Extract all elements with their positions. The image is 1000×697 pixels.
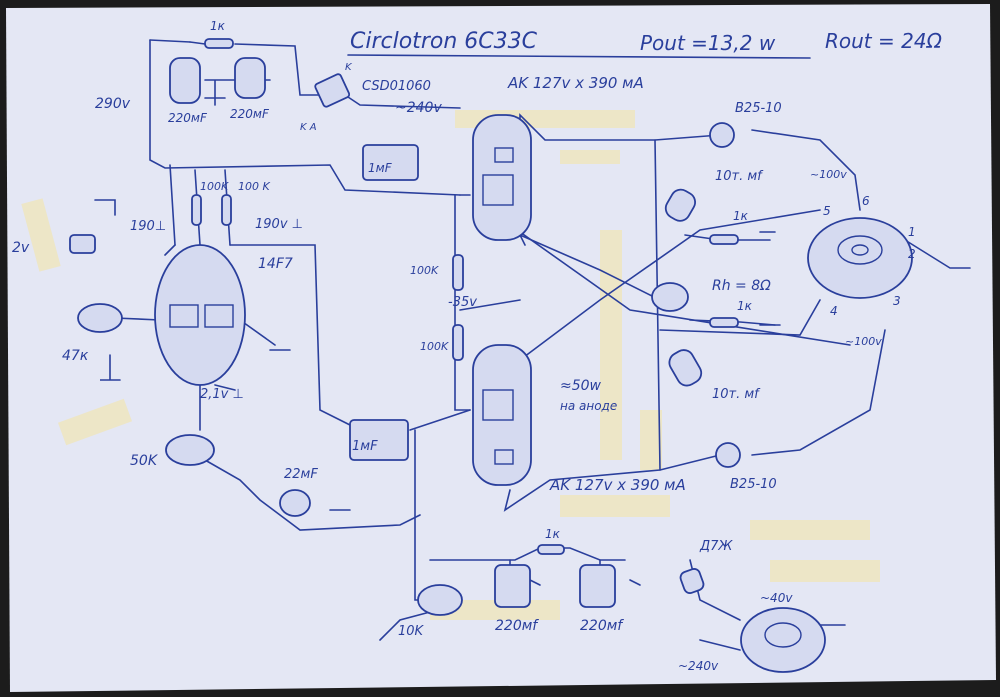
lamp-2v <box>69 234 96 254</box>
b25-10-top <box>709 122 735 148</box>
pot-47k <box>77 303 123 333</box>
cap-220-b <box>234 57 266 99</box>
label-ac240: ~240v <box>395 100 442 116</box>
pot-10k <box>417 584 463 616</box>
label-diode-k: K <box>345 62 353 73</box>
tube-bottom <box>472 344 532 486</box>
label-r1k-mid: 1к <box>733 209 749 223</box>
label-pot50k: 50K <box>130 453 159 469</box>
components <box>69 38 913 673</box>
title: Circlotron 6C33C <box>350 29 538 54</box>
label-tr-4: 4 <box>830 304 838 318</box>
output-transformer <box>807 217 913 299</box>
label-c220-a: 220мF <box>168 111 208 125</box>
label-r1k-low: 1к <box>545 527 561 541</box>
label-14f7: 14F7 <box>258 256 293 272</box>
label-b2510-top: B25-10 <box>735 101 782 116</box>
label-r100k-mid-a: 100K <box>410 264 439 277</box>
label-diode-ka: K A <box>300 122 317 133</box>
label-tr-2: 2 <box>908 247 916 261</box>
label-tube-top: AK 127v x 390 мA <box>507 74 644 92</box>
label-c22mf: 22мF <box>284 467 318 482</box>
tube-14f7 <box>154 244 246 386</box>
label-tr-1: 1 <box>908 225 916 239</box>
label-r100k-a: 100K <box>200 180 229 193</box>
masking-tape <box>21 110 880 620</box>
label-c10t-bottom: 10т. мf <box>712 387 761 402</box>
label-40v: ~40v <box>760 591 793 605</box>
power-out: Pout =13,2 w <box>640 31 776 55</box>
label-tr-3: 3 <box>893 294 901 308</box>
label-r1k-b: 1к <box>737 299 753 313</box>
power-transformer <box>740 607 826 673</box>
b25-10-bottom <box>715 442 741 468</box>
cap-1mf-bottom <box>349 419 409 461</box>
label-diode: CSD01060 <box>362 79 431 94</box>
cap-1mf-top <box>362 144 419 181</box>
label-r100k-b: 100 K <box>238 180 270 193</box>
label-anode-a: ≈50w <box>560 378 602 394</box>
pot-50k <box>165 434 215 466</box>
label-tr-100b: ~100v <box>845 335 882 348</box>
label-r1k-top: 1к <box>210 19 226 33</box>
label-290v: 290v <box>95 96 131 112</box>
r-out: Rout = 24Ω <box>825 29 943 53</box>
cap-220-a <box>169 57 201 104</box>
diode-csd01060 <box>314 73 351 108</box>
label-c10t-top: 10т. мf <box>715 169 764 184</box>
label-r100k-mid-b: 100K <box>420 340 449 353</box>
label-tr-5: 5 <box>823 204 831 218</box>
component-details <box>169 147 883 648</box>
label-tube-bottom: AK 127v x 390 мA <box>549 476 686 494</box>
label-pot47k: 47к <box>62 348 89 364</box>
label-190-left: 190⊥ <box>130 219 166 234</box>
label-35v: -35v <box>448 295 477 310</box>
label-c220-d: 220мf <box>580 618 624 634</box>
resistor-1k-top <box>204 38 234 49</box>
label-anode-b: на аноде <box>560 399 617 413</box>
label-tr-100a: ~100v <box>810 168 847 181</box>
label-pot10k: 10K <box>398 624 425 639</box>
label-d7: Д7Ж <box>699 539 733 554</box>
label-240v-bottom: ~240v <box>678 659 719 673</box>
label-2v: 2v <box>12 240 30 256</box>
label-cap1mf-top: 1мF <box>368 161 393 175</box>
label-b2510-bottom: B25-10 <box>730 477 777 492</box>
speaker <box>651 282 689 312</box>
label-c220-b: 220мF <box>230 107 270 121</box>
label-190-right: 190v ⊥ <box>255 217 303 232</box>
label-rh: Rh = 8Ω <box>712 278 771 294</box>
resistor-100k-a <box>452 254 464 291</box>
resistor-100k-b <box>452 324 464 361</box>
label-21v: 2,1v ⊥ <box>200 387 244 402</box>
label-tr-6: 6 <box>862 194 870 208</box>
tube-top <box>472 114 532 241</box>
label-c220-c: 220мf <box>495 618 539 634</box>
label-cap1mf-bottom: 1мF <box>352 439 378 454</box>
